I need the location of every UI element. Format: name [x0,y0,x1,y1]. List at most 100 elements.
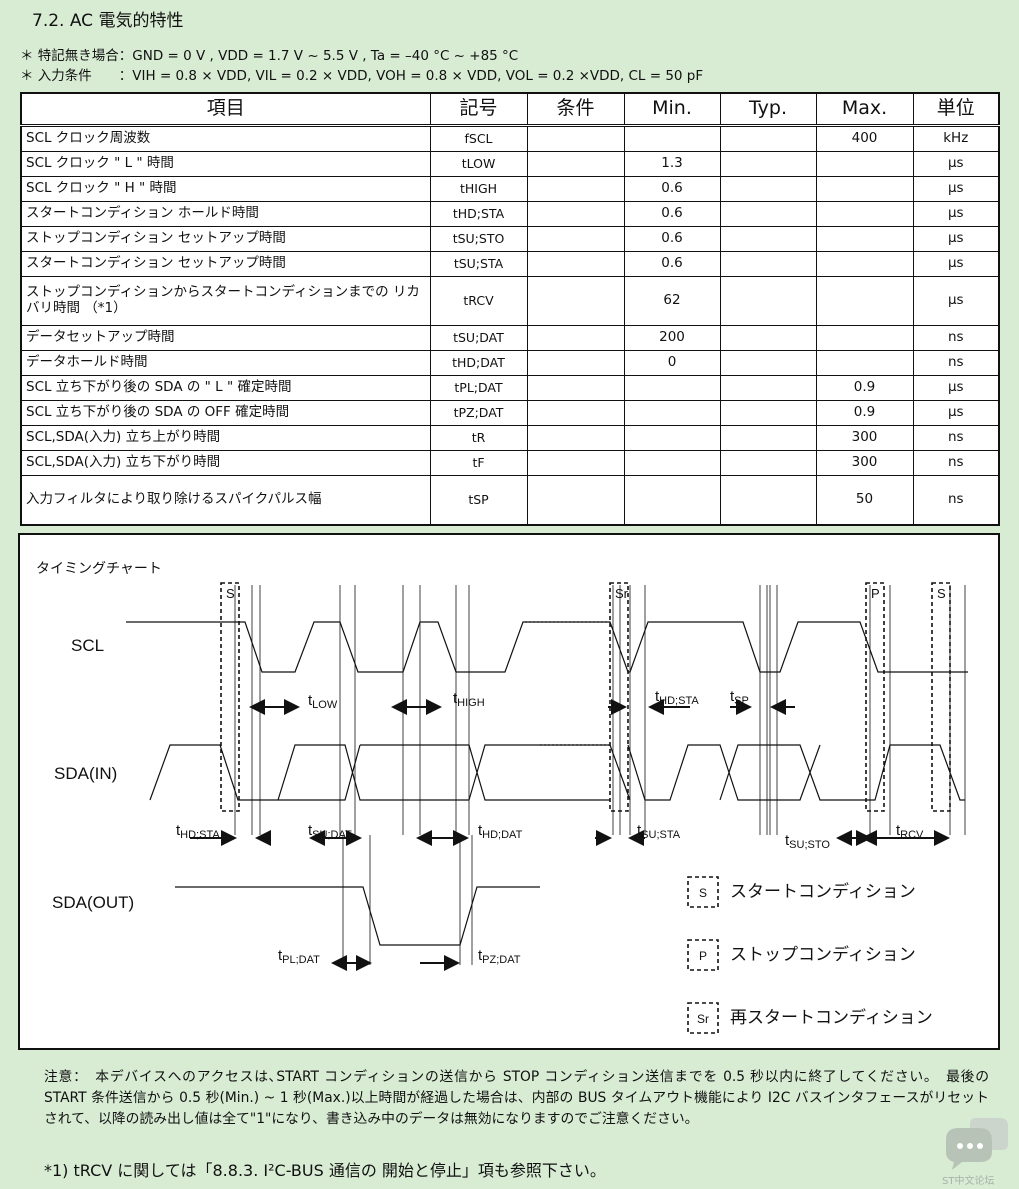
cell-typ [719,201,817,227]
condition-line-1: ＊ 特記無き場合：GND = 0 V , VDD = 1.7 V ~ 5.5 V… [20,48,519,64]
cell-max [815,226,914,252]
cell-max: 400 [815,125,914,152]
t-low-label: tLOW [308,692,338,711]
cell-item: SCL クロック周波数 [20,125,431,152]
cell-cond [526,276,625,326]
cell-max [815,201,914,227]
t-su-sto-label: tSU;STO [785,832,830,851]
cell-item: SCL,SDA(入力) 立ち上がり時間 [20,425,431,451]
legend-text-1: ストップコンディション [730,944,916,964]
cell-unit: μs [912,226,1000,252]
cell-unit: ns [912,475,1000,526]
header-symbol: 記号 [429,92,528,127]
header-typ: Typ. [719,92,817,127]
cell-min: 200 [623,325,721,351]
start-marker-1 [220,582,240,812]
legend-box-2 [687,1002,719,1034]
cell-min: 0.6 [623,176,721,202]
cell-sym: tSU;DAT [429,325,528,351]
cell-sym: tRCV [429,276,528,326]
scl-waveform [126,621,968,673]
watermark-logo: ST中文论坛 [940,1118,1010,1188]
cell-max: 0.9 [815,400,914,426]
cell-max: 300 [815,425,914,451]
header-max: Max. [815,92,914,127]
legend-text-0: スタートコンディション [730,881,916,901]
header-item: 項目 [20,92,431,127]
cell-min: 0.6 [623,251,721,277]
cell-item: ストップコンディションからスタートコンディションまでの リカバリ時間 （*1） [20,276,431,326]
cell-typ [719,125,817,152]
t-hd-dat-label: tHD;DAT [478,822,523,841]
cell-max [815,276,914,326]
cell-min [623,450,721,476]
cell-min: 1.3 [623,151,721,177]
sda-out-waveform [175,886,540,946]
cell-typ [719,450,817,476]
legend-box-label-0: S [699,886,707,900]
cell-min [623,125,721,152]
header-min: Min. [623,92,721,127]
condition-line-2: ＊ 入力条件 ：VIH = 0.8 × VDD, VIL = 0.2 × VDD… [20,68,704,84]
cell-unit: ns [912,425,1000,451]
cell-unit: μs [912,151,1000,177]
cell-unit: μs [912,176,1000,202]
cell-item: SCL 立ち下がり後の SDA の " L " 確定時間 [20,375,431,401]
t-su-dat-label: tSU;DAT [308,822,352,841]
cell-typ [719,276,817,326]
cell-item: SCL 立ち下がり後の SDA の OFF 確定時間 [20,400,431,426]
stop-marker-label: P [871,586,880,601]
cell-min [623,425,721,451]
legend-box-1 [687,939,719,971]
sda-in-waveform [149,744,965,801]
cell-max [815,325,914,351]
cell-sym: tSU;STA [429,251,528,277]
cell-cond [526,151,625,177]
t-sp-label: tSP [730,688,749,707]
cell-typ [719,375,817,401]
cell-unit: μs [912,400,1000,426]
t-hd-sta-label: tHD;STA [655,688,699,707]
cell-sym: tPL;DAT [429,375,528,401]
cell-typ [719,325,817,351]
cell-item: データセットアップ時間 [20,325,431,351]
cell-min: 0 [623,350,721,376]
cell-typ [719,226,817,252]
note-text: 注意： 本デバイスへのアクセスは､START コンディションの送信から STOP… [44,1069,989,1127]
t-pl-dat-label: tPL;DAT [278,947,320,966]
cell-item: ストップコンディション セットアップ時間 [20,226,431,252]
cell-item: SCL クロック " L " 時間 [20,151,431,177]
cell-max: 50 [815,475,914,526]
cell-sym: tSP [429,475,528,526]
section-title: 7.2. AC 電気的特性 [32,11,184,31]
cell-max [815,176,914,202]
cell-typ [719,176,817,202]
header-unit: 単位 [912,92,1000,127]
t-high-label: tHIGH [453,690,485,709]
cell-min [623,375,721,401]
cell-max [815,251,914,277]
cell-min: 0.6 [623,226,721,252]
cell-cond [526,400,625,426]
cell-typ [719,425,817,451]
watermark-text: ST中文论坛 [942,1176,995,1187]
cell-typ [719,400,817,426]
cell-min: 62 [623,276,721,326]
cell-cond [526,475,625,526]
legend-text-2: 再スタートコンディション [730,1007,933,1027]
sda-in-label: SDA(IN) [54,764,117,783]
